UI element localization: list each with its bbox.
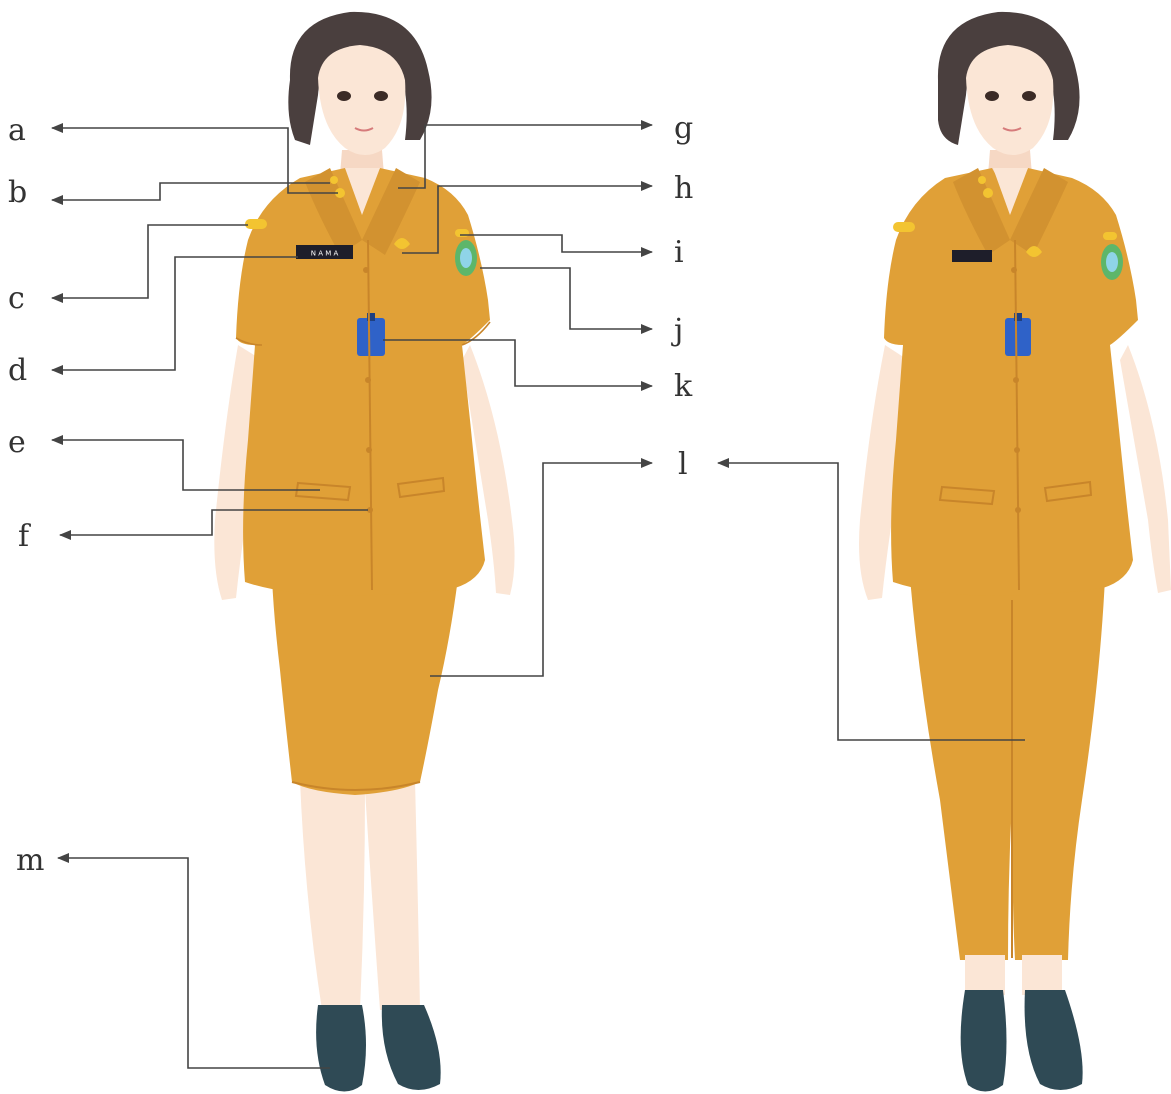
label-c: c: [8, 281, 25, 316]
label-f: f: [18, 519, 31, 554]
label-b: b: [8, 175, 27, 210]
leader-m: [58, 858, 330, 1068]
legs: [300, 780, 420, 1010]
label-m: m: [16, 843, 44, 878]
shoe-left-right-figure: [961, 990, 1007, 1092]
pocket-flap-left: [296, 483, 350, 500]
label-d: d: [8, 353, 27, 388]
figure-trouser-uniform: [859, 12, 1171, 1092]
name-tag-right-figure: [952, 250, 992, 262]
label-g: g: [674, 111, 693, 146]
label-a: a: [8, 113, 26, 148]
shoe-left: [316, 1005, 366, 1092]
leader-j: [480, 268, 652, 329]
skirt: [272, 578, 458, 795]
figure-skirt-uniform: N A M A: [214, 12, 514, 1092]
trousers: [910, 578, 1105, 960]
name-tag-text: N A M A: [311, 250, 339, 258]
label-k: k: [674, 369, 693, 404]
id-card: [357, 318, 385, 356]
id-card-right-figure: [1005, 318, 1031, 356]
label-j: j: [671, 313, 683, 348]
label-l: l: [678, 447, 688, 482]
label-h: h: [674, 171, 693, 206]
label-i: i: [674, 235, 684, 270]
shirt: [236, 168, 490, 596]
shirt-right-figure: [884, 168, 1138, 596]
leader-i: [460, 235, 652, 252]
shoe-right: [382, 1005, 441, 1090]
label-e: e: [8, 425, 26, 460]
epaulette-pin-left: [245, 219, 267, 229]
leader-g: [398, 125, 652, 188]
face: [318, 45, 405, 155]
shoe-right-right-figure: [1025, 990, 1083, 1090]
leader-c: [52, 225, 248, 298]
